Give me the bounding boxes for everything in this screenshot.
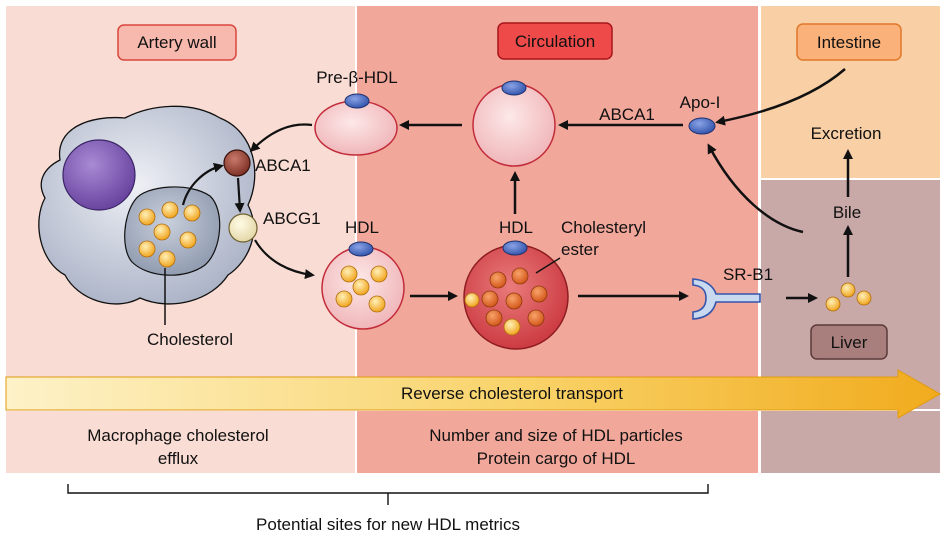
- apo-protein-circ-top: [501, 80, 527, 96]
- cholesterol-label: Cholesterol: [147, 330, 233, 349]
- pre-beta-hdl-label: Pre-β-HDL: [316, 68, 398, 87]
- excretion-label: Excretion: [811, 124, 882, 143]
- cholesteryl-ester-label-2: ester: [561, 240, 599, 259]
- reverse-transport-arrow: [5, 369, 942, 419]
- liver-label: Liver: [810, 324, 888, 360]
- metric-right-line1: Number and size of HDL particles: [429, 426, 683, 445]
- reverse-transport-label: Reverse cholesterol transport: [401, 384, 623, 403]
- svg-text:Circulation: Circulation: [515, 32, 595, 51]
- cell-cholesterol-dots: [138, 201, 201, 268]
- apo-i-protein: [688, 117, 716, 135]
- metric-left-line2: efflux: [158, 449, 199, 468]
- svg-text:Liver: Liver: [831, 333, 868, 352]
- arrow-abcg1-to-hdl: [254, 239, 315, 280]
- arrow-intestine-to-apo: [715, 68, 846, 126]
- apo-protein-prebeta: [344, 93, 370, 109]
- artery-wall-label: Artery wall: [117, 24, 237, 61]
- intestine-label: Intestine: [796, 23, 902, 61]
- arrow-vesicle-to-abca1: [181, 162, 224, 206]
- metric-right-line2: Protein cargo of HDL: [477, 449, 636, 468]
- svg-text:Artery wall: Artery wall: [137, 33, 216, 52]
- metric-left-line1: Macrophage cholesterol: [87, 426, 268, 445]
- abca1-transporter: [223, 149, 251, 177]
- apo-i-label: Apo-I: [680, 93, 721, 112]
- sr-b1-receptor: [692, 278, 761, 320]
- abcg1-transporter: [228, 213, 258, 243]
- abcg1-label: ABCG1: [263, 209, 321, 228]
- apo-protein-hdl-right: [502, 240, 528, 256]
- apo-protein-hdl-left: [348, 241, 374, 257]
- cholesteryl-ester-label-1: Cholesteryl: [561, 218, 646, 237]
- arrow-abca1-to-abcg1: [234, 177, 245, 213]
- svg-text:Intestine: Intestine: [817, 33, 881, 52]
- arrow-prebeta-to-abca1: [249, 123, 313, 153]
- nucleus: [62, 139, 136, 211]
- pre-beta-hdl-particle: [314, 100, 398, 156]
- hdl-right-label: HDL: [499, 218, 533, 237]
- lipid-poor-hdl-particle: [472, 83, 556, 167]
- hdl-left-label: HDL: [345, 218, 379, 237]
- abca1-cell-label: ABCA1: [255, 156, 311, 175]
- hdl-large-esters: [464, 267, 548, 336]
- arrow-liver-to-apo: [707, 143, 804, 234]
- sr-b1-label: SR-B1: [723, 265, 773, 284]
- footer-label: Potential sites for new HDL metrics: [256, 515, 520, 534]
- abca1-circ-label: ABCA1: [599, 105, 655, 124]
- metrics-bracket: [67, 484, 709, 505]
- liver-cholesterol: [825, 282, 872, 312]
- hdl-small-cholesterol: [335, 265, 388, 313]
- circulation-label: Circulation: [497, 22, 613, 60]
- bile-label: Bile: [833, 203, 861, 222]
